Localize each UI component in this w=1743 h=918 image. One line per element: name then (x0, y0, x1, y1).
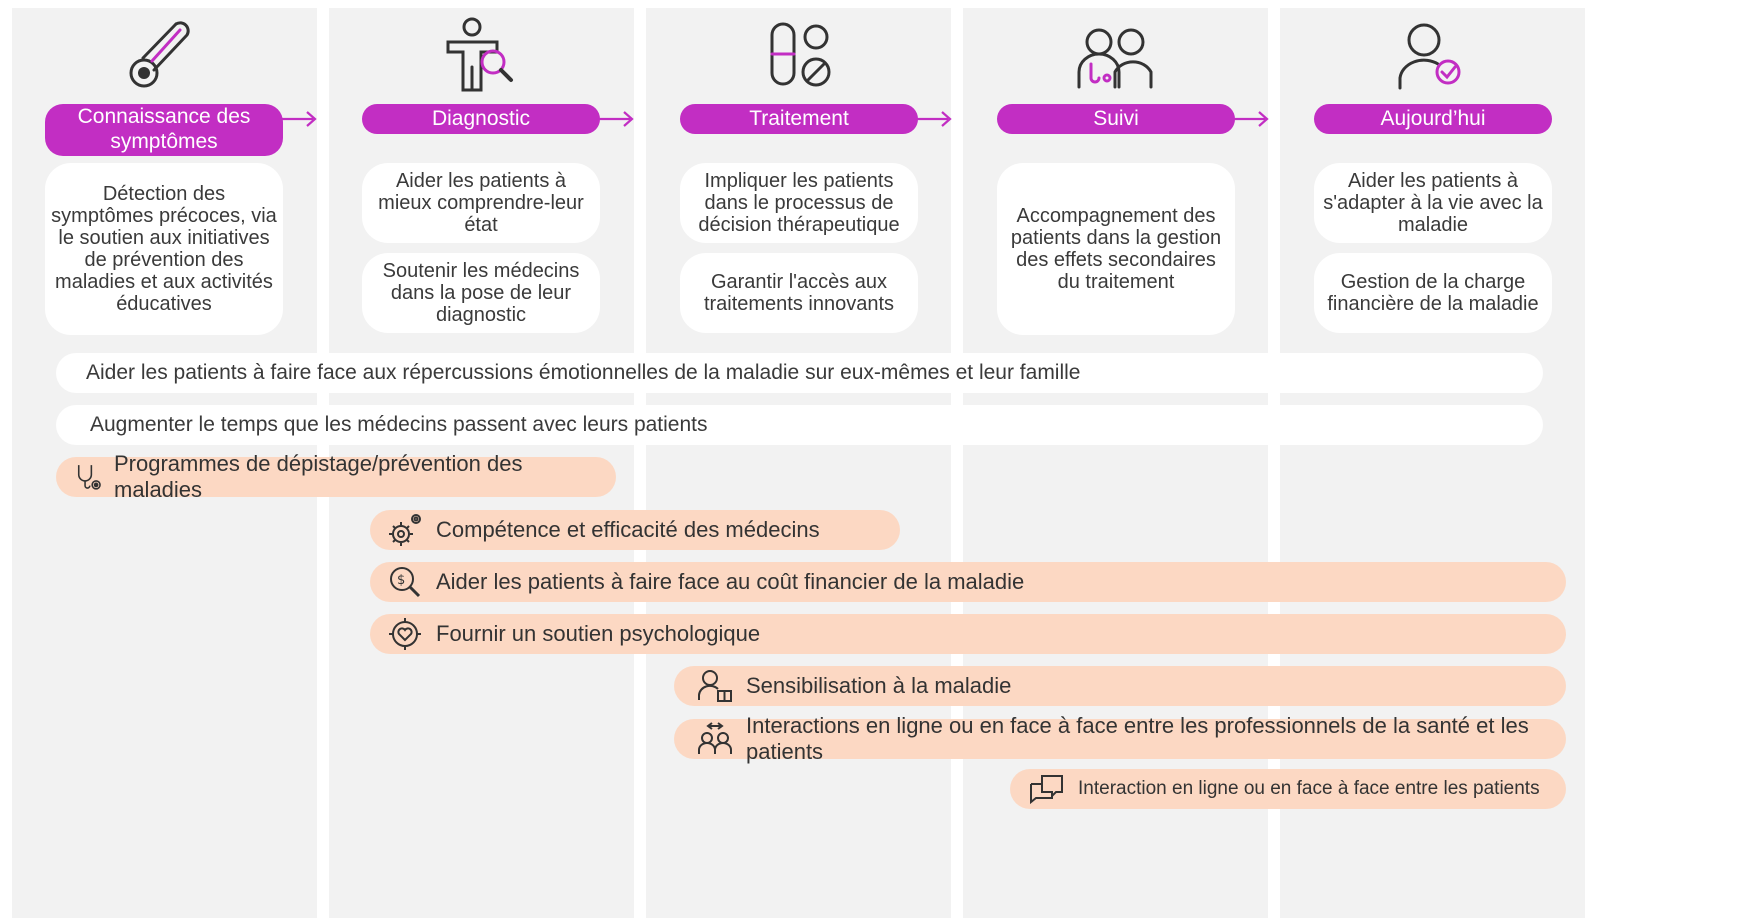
program-hcp-patient-interactions: Interactions en ligne ou en face à face … (674, 713, 1566, 764)
program-psychological-support-label: Fournir un soutien psychologique (436, 621, 761, 646)
thermometer-icon (118, 12, 208, 102)
card-understand-condition: Aider les patients à mieux comprendre-le… (362, 163, 600, 243)
program-disease-awareness: Sensibilisation à la maladie (674, 666, 1566, 706)
people-exchange-icon (696, 720, 734, 758)
stage-pill-treatment: Traitement (680, 104, 918, 134)
card-side-effects: Accompagnement des patients dans la gest… (997, 163, 1235, 335)
card-adapt-life: Aider les patients à s'adapter à la vie … (1314, 163, 1552, 243)
program-psychological-support: Fournir un soutien psychologique (370, 614, 1566, 654)
arrow-icon (916, 111, 952, 127)
arrow-icon (598, 111, 634, 127)
person-search-icon (435, 12, 525, 102)
row-doctor-time-label: Augmenter le temps que les médecins pass… (90, 413, 708, 436)
person-book-icon (696, 667, 734, 705)
card-financial-burden: Gestion de la charge financière de la ma… (1314, 253, 1552, 333)
gears-icon (386, 511, 424, 549)
stage-pill-diagnostic: Diagnostic (362, 104, 600, 134)
card-symptom-detection: Détection des symptômes précoces, via le… (45, 163, 283, 335)
program-patient-interactions-label: Interaction en ligne ou en face à face e… (1078, 778, 1540, 799)
stethoscope-icon (74, 462, 104, 492)
program-doctor-competence-label: Compétence et efficacité des médecins (436, 517, 820, 542)
row-doctor-time: Augmenter le temps que les médecins pass… (56, 405, 1543, 445)
program-screening: Programmes de dépistage/prévention des m… (56, 451, 616, 502)
card-treatment-access: Garantir l'accès aux traitements innovan… (680, 253, 918, 333)
column-treatment (646, 8, 951, 918)
program-hcp-patient-interactions-label: Interactions en ligne ou en face à face … (746, 713, 1529, 764)
program-disease-awareness-label: Sensibilisation à la maladie (746, 673, 1012, 698)
program-doctor-competence: Compétence et efficacité des médecins (370, 510, 900, 550)
card-treatment-decision: Impliquer les patients dans le processus… (680, 163, 918, 243)
svg-text:$: $ (397, 573, 405, 588)
program-financial-cost-label: Aider les patients à faire face au coût … (436, 569, 1025, 594)
doctor-patient-icon (1069, 12, 1159, 102)
pills-icon (752, 12, 842, 102)
program-financial-cost: $ Aider les patients à faire face au coû… (370, 562, 1566, 602)
program-patient-interactions: Interaction en ligne ou en face à face e… (1010, 769, 1566, 809)
stage-pill-awareness: Connaissance des symptômes (45, 104, 283, 156)
arrow-icon (1233, 111, 1269, 127)
arrow-icon (281, 111, 317, 127)
column-today (1280, 8, 1585, 918)
person-check-icon (1386, 12, 1476, 102)
heart-target-icon (386, 615, 424, 653)
column-followup (963, 8, 1268, 918)
stage-pill-today: Aujourd’hui (1314, 104, 1552, 134)
program-screening-label: Programmes de dépistage/prévention des m… (114, 451, 523, 502)
card-support-diagnosis: Soutenir les médecins dans la pose de le… (362, 253, 600, 333)
row-emotional-impact: Aider les patients à faire face aux répe… (56, 353, 1543, 393)
dollar-search-icon: $ (386, 563, 424, 601)
stage-pill-followup: Suivi (997, 104, 1235, 134)
chat-bubbles-icon (1028, 770, 1066, 808)
row-emotional-impact-label: Aider les patients à faire face aux répe… (86, 361, 1081, 384)
